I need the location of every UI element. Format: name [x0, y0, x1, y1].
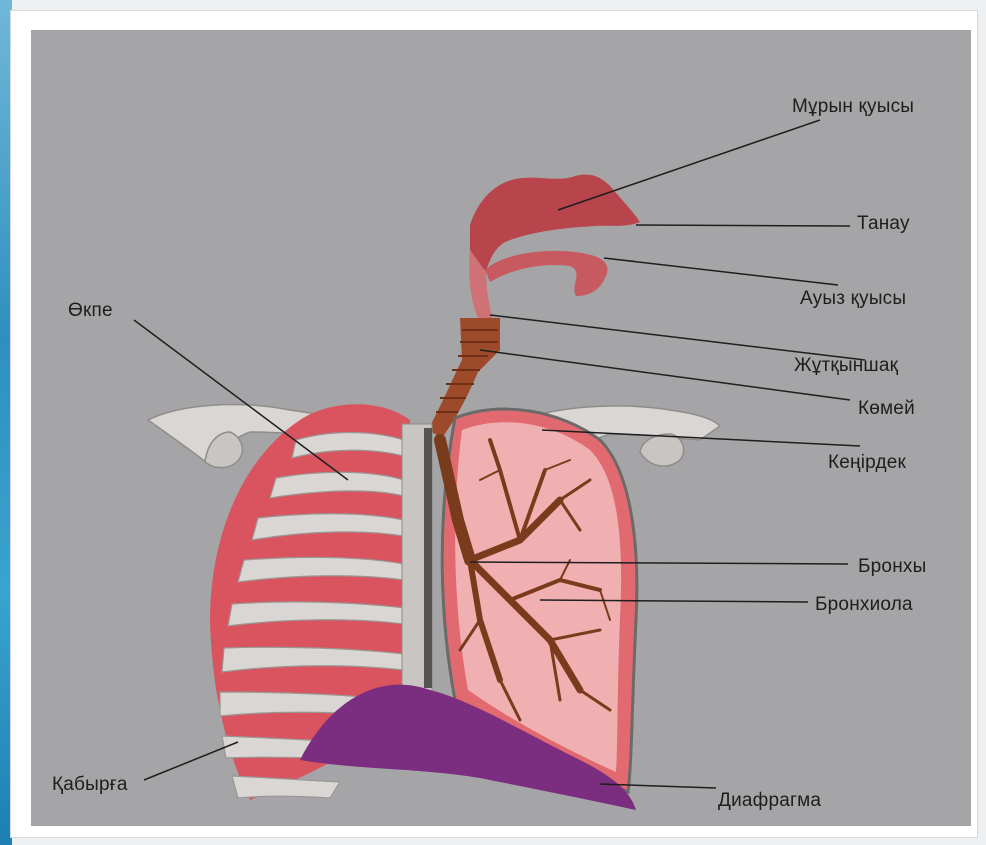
- label-pharynx: Жұтқыншақ: [794, 355, 898, 377]
- label-bronchiole: Бронхиола: [815, 594, 913, 616]
- label-bronchi: Бронхы: [858, 556, 926, 578]
- shoulder-bones: [148, 405, 720, 468]
- label-nostril: Танау: [857, 213, 910, 235]
- label-nasal-cavity: Мұрын қуысы: [792, 96, 914, 118]
- label-trachea: Кеңірдек: [828, 452, 906, 474]
- label-larynx: Көмей: [858, 398, 915, 420]
- label-lung: Өкпе: [68, 300, 113, 322]
- label-oral-cavity: Ауыз қуысы: [800, 288, 906, 310]
- label-rib: Қабырға: [52, 774, 128, 796]
- label-diaphragm: Диафрагма: [718, 790, 821, 812]
- nasal-cavity-shape: [469, 174, 640, 318]
